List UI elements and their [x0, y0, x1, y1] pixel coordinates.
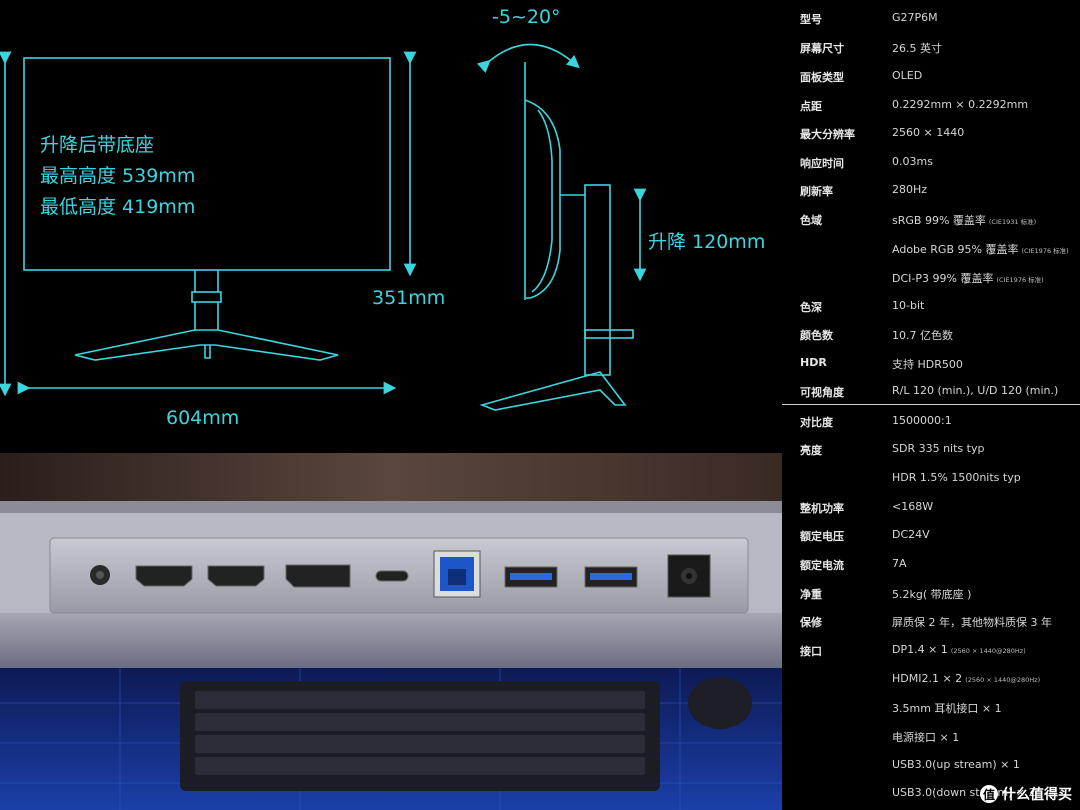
spec-row: 响应时间 0.03ms [782, 149, 1080, 177]
spec-row: 色深 10-bit [782, 293, 1080, 321]
spec-value: HDMI2.1 × 2(2560 × 1440@280Hz) [892, 672, 1041, 685]
spec-value: OLED [892, 69, 923, 82]
spec-row: 电源接口 × 1 [782, 723, 1080, 751]
spec-row: 型号 G27P6M [782, 5, 1080, 33]
spec-row: 额定电流 7A [782, 551, 1080, 579]
spec-value: 280Hz [892, 183, 928, 196]
spec-row: HDR 1.5% 1500nits typ [782, 465, 1080, 493]
spec-label: HDR [800, 356, 827, 369]
max-height-label: 最高高度 539mm [40, 165, 196, 187]
spec-row: DCI-P3 99% 覆盖率(CIE1976 标准) [782, 264, 1080, 292]
spec-label: 屏幕尺寸 [800, 42, 844, 55]
spec-row: USB3.0(up stream) × 1 [782, 752, 1080, 780]
spec-row: 3.5mm 耳机接口 × 1 [782, 694, 1080, 722]
spec-value: G27P6M [892, 11, 938, 24]
spec-row: 接口 DP1.4 × 1(2560 × 1440@280Hz) [782, 637, 1080, 665]
lift-label: 升降 120mm [648, 231, 766, 253]
spec-label: 保修 [800, 616, 822, 629]
spec-value: USB3.0(up stream) × 1 [892, 758, 1020, 771]
spec-value: 支持 HDR500 [892, 358, 963, 371]
spec-row: Adobe RGB 95% 覆盖率(CIE1976 标准) [782, 235, 1080, 263]
tilt-label: -5~20° [492, 6, 561, 28]
spec-label: 净重 [800, 588, 822, 601]
spec-row: 屏幕尺寸 26.5 英寸 [782, 34, 1080, 62]
spec-label: 额定电流 [800, 559, 844, 572]
spec-label: 色深 [800, 301, 822, 314]
spec-value: DCI-P3 99% 覆盖率(CIE1976 标准) [892, 272, 1044, 285]
ports-photo [0, 453, 782, 810]
spec-row: HDMI2.1 × 2(2560 × 1440@280Hz) [782, 666, 1080, 694]
spec-row: 亮度 SDR 335 nits typ [782, 436, 1080, 464]
spec-label: 型号 [800, 13, 822, 26]
spec-label: 面板类型 [800, 71, 844, 84]
spec-label: 对比度 [800, 416, 833, 429]
spec-value: Adobe RGB 95% 覆盖率(CIE1976 标准) [892, 243, 1069, 256]
spec-label: 最大分辨率 [800, 128, 855, 141]
spec-row: 刷新率 280Hz [782, 177, 1080, 205]
spec-row: USB3.0(down stream) × 2 [782, 780, 1080, 808]
min-height-label: 最低高度 419mm [40, 196, 196, 218]
spec-row: 净重 5.2kg( 带底座 ) [782, 580, 1080, 608]
spec-value: 屏质保 2 年，其他物料质保 3 年 [892, 616, 1052, 629]
spec-value: R/L 120 (min.), U/D 120 (min.) [892, 384, 1059, 397]
spec-label: 整机功率 [800, 502, 844, 515]
spec-row: 额定电压 DC24V [782, 522, 1080, 550]
spec-label: 额定电压 [800, 530, 844, 543]
ports-illustration [0, 453, 782, 810]
spec-value: SDR 335 nits typ [892, 442, 985, 455]
spec-value: 0.03ms [892, 155, 933, 168]
diagram-lines [0, 43, 647, 411]
spec-row: 面板类型 OLED [782, 63, 1080, 91]
spec-row: 保修 屏质保 2 年，其他物料质保 3 年 [782, 608, 1080, 636]
width-label: 604mm [166, 407, 240, 429]
spec-value: 26.5 英寸 [892, 42, 942, 55]
spec-value: sRGB 99% 覆盖率(CIE1931 标准) [892, 214, 1037, 227]
spec-row: 可视角度 R/L 120 (min.), U/D 120 (min.) [782, 378, 1080, 406]
spec-value: USB3.0(down stream) × 2 [892, 786, 1036, 799]
spec-value: DP1.4 × 1(2560 × 1440@280Hz) [892, 643, 1026, 656]
spec-value: DC24V [892, 528, 930, 541]
spec-value: 10-bit [892, 299, 925, 312]
spec-row: 对比度 1500000:1 [782, 408, 1080, 436]
spec-label: 可视角度 [800, 386, 844, 399]
spec-label: 响应时间 [800, 157, 844, 170]
dimension-diagram: 升降后带底座 最高高度 539mm 最低高度 419mm 351mm 604mm… [0, 0, 780, 450]
spec-value: 5.2kg( 带底座 ) [892, 588, 972, 601]
watermark-text: 什么值得买 [1002, 787, 1072, 803]
watermark: 值 什么值得买 [980, 784, 1072, 804]
spec-label: 色域 [800, 214, 822, 227]
spec-label: 亮度 [800, 444, 822, 457]
spec-value: 10.7 亿色数 [892, 329, 953, 342]
spec-row: 整机功率 <168W [782, 494, 1080, 522]
spec-divider [782, 404, 1080, 405]
spec-value: 3.5mm 耳机接口 × 1 [892, 702, 1002, 715]
spec-label: 点距 [800, 100, 822, 113]
spec-label: 颜色数 [800, 329, 833, 342]
spec-row: 颜色数 10.7 亿色数 [782, 321, 1080, 349]
spec-row: 色域 sRGB 99% 覆盖率(CIE1931 标准) [782, 206, 1080, 234]
spec-value: 7A [892, 557, 907, 570]
spec-row: 最大分辨率 2560 × 1440 [782, 120, 1080, 148]
spec-value: 0.2292mm × 0.2292mm [892, 98, 1029, 111]
spec-row: 点距 0.2292mm × 0.2292mm [782, 92, 1080, 120]
spec-table: 型号 G27P6M 屏幕尺寸 26.5 英寸 面板类型 OLED 点距 0.2292mm… [782, 0, 1080, 810]
watermark-icon: 值 [980, 785, 998, 803]
spec-value: <168W [892, 500, 934, 513]
spec-value: 2560 × 1440 [892, 126, 965, 139]
height-title: 升降后带底座 [40, 134, 155, 156]
front-screen-outline [23, 57, 391, 271]
spec-label: 刷新率 [800, 185, 833, 198]
spec-value: 1500000:1 [892, 414, 952, 427]
spec-label: 接口 [800, 645, 822, 658]
spec-value: 电源接口 × 1 [892, 731, 960, 744]
spec-row: HDR 支持 HDR500 [782, 350, 1080, 378]
screen-height-label: 351mm [372, 287, 446, 309]
spec-value: HDR 1.5% 1500nits typ [892, 471, 1021, 484]
